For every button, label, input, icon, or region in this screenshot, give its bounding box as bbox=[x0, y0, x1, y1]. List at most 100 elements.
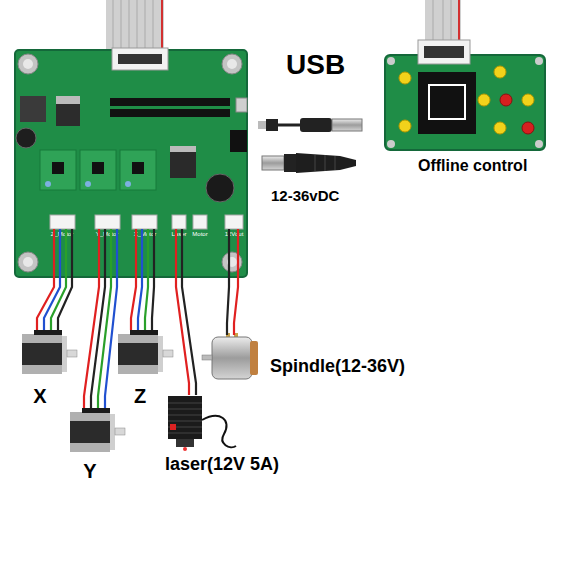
driver-chip bbox=[52, 162, 64, 174]
driver-pot bbox=[125, 181, 131, 187]
wire bbox=[71, 229, 73, 277]
part-label: Spindle(12-36V) bbox=[270, 357, 405, 377]
wire bbox=[182, 277, 196, 395]
wire bbox=[135, 229, 137, 277]
wire-connector bbox=[176, 277, 189, 395]
lcd-display-area bbox=[429, 85, 465, 119]
dc-plug-tip bbox=[262, 156, 284, 170]
driver-chip bbox=[132, 162, 144, 174]
wire bbox=[53, 229, 55, 277]
capacitor bbox=[206, 174, 234, 202]
ribbon-stripe bbox=[145, 0, 146, 52]
stepper-motor: Y bbox=[62, 408, 124, 482]
ribbon-stripe bbox=[113, 0, 114, 52]
push-button bbox=[522, 122, 534, 134]
ribbon-connector bbox=[112, 48, 168, 70]
usb-plug-body bbox=[300, 118, 332, 132]
laser-heatsink bbox=[168, 396, 202, 439]
part-label: laser(12V 5A) bbox=[165, 455, 279, 475]
standoff-screw bbox=[23, 59, 33, 69]
wire bbox=[110, 229, 112, 277]
ribbon-stripe bbox=[129, 0, 130, 52]
dc-plug-ridge bbox=[325, 155, 326, 171]
wire-connector bbox=[234, 277, 238, 335]
wire-connector-socket bbox=[225, 215, 243, 229]
wire bbox=[116, 229, 118, 277]
dc-plug-ridge bbox=[315, 155, 316, 171]
stepper-motor: X bbox=[18, 330, 78, 407]
micro-usb-tip bbox=[258, 121, 266, 129]
driver-pot bbox=[85, 181, 91, 187]
laser-lens-holder bbox=[176, 439, 194, 447]
wire bbox=[175, 229, 177, 277]
wire bbox=[141, 229, 143, 277]
regulator bbox=[56, 104, 80, 126]
axis-label: Y bbox=[83, 460, 96, 482]
dc-plug-collar bbox=[284, 154, 296, 172]
micro-usb-plug bbox=[266, 119, 278, 131]
mounting-standoff bbox=[222, 54, 242, 74]
controller-board: Z_MotorY_MotorX_MotorLaserMotor12Vout bbox=[15, 50, 247, 277]
heatsink-fin bbox=[168, 433, 202, 434]
controller-board-pcb bbox=[15, 50, 247, 277]
ribbon-stripe bbox=[433, 0, 434, 44]
connector-label: 12Vout bbox=[225, 231, 244, 238]
ribbon-stripe bbox=[443, 0, 444, 44]
wire-connector bbox=[84, 277, 99, 408]
connector-label: Laser bbox=[171, 231, 186, 238]
driver-chip bbox=[92, 162, 104, 174]
push-button bbox=[399, 120, 411, 132]
ribbon-stripe bbox=[161, 0, 163, 52]
wire bbox=[44, 277, 60, 330]
regulator bbox=[170, 152, 196, 178]
wire bbox=[228, 229, 230, 277]
spindle-end-cap bbox=[250, 341, 258, 375]
stepper-motor: Z bbox=[115, 330, 175, 407]
stepper-motor-y bbox=[70, 408, 125, 452]
mounting-hole bbox=[387, 57, 395, 65]
standoff-screw bbox=[227, 257, 237, 267]
stepper-driver bbox=[40, 150, 76, 190]
wire bbox=[152, 277, 154, 330]
offline-controller-pcb bbox=[385, 55, 545, 150]
ribbon-connector-socket bbox=[424, 46, 464, 58]
axis-label: Z bbox=[134, 385, 146, 407]
wire bbox=[51, 277, 66, 330]
heatsink-fin bbox=[168, 415, 202, 416]
ribbon-stripe bbox=[121, 0, 122, 52]
push-button bbox=[494, 122, 506, 134]
push-button bbox=[399, 72, 411, 84]
stepper-driver bbox=[120, 150, 156, 190]
lcd-screen bbox=[418, 72, 476, 134]
push-button bbox=[494, 66, 506, 78]
laser-module: laser(12V 5A) bbox=[160, 395, 320, 480]
ribbon-stripe bbox=[153, 0, 154, 52]
wire bbox=[147, 229, 149, 277]
wire bbox=[237, 229, 239, 277]
mounting-hole bbox=[387, 140, 395, 148]
wire-connector-socket bbox=[172, 215, 186, 229]
heatsink-fin bbox=[168, 409, 202, 410]
heatsink-fin bbox=[168, 403, 202, 404]
laser-cable bbox=[202, 416, 236, 447]
push-button bbox=[522, 94, 534, 106]
wire-connector bbox=[131, 277, 136, 330]
wire bbox=[181, 229, 183, 277]
mounting-standoff bbox=[222, 252, 242, 272]
ribbon-connector bbox=[418, 40, 470, 64]
connector-label: Motor bbox=[192, 231, 207, 238]
wire-connector-socket bbox=[132, 215, 157, 229]
wire-connector-socket bbox=[193, 215, 207, 229]
inductor bbox=[20, 96, 46, 122]
dc-plug-ridge bbox=[335, 156, 336, 170]
wire-connector bbox=[37, 277, 54, 330]
usb-a-plug bbox=[332, 119, 362, 131]
axis-label: X bbox=[33, 385, 46, 407]
regulator-tab bbox=[170, 146, 196, 152]
capacitor bbox=[16, 128, 36, 148]
stepper-motor-z bbox=[118, 330, 173, 374]
ribbon-cable bbox=[425, 0, 461, 44]
connector-label: X_Motor bbox=[134, 231, 157, 238]
